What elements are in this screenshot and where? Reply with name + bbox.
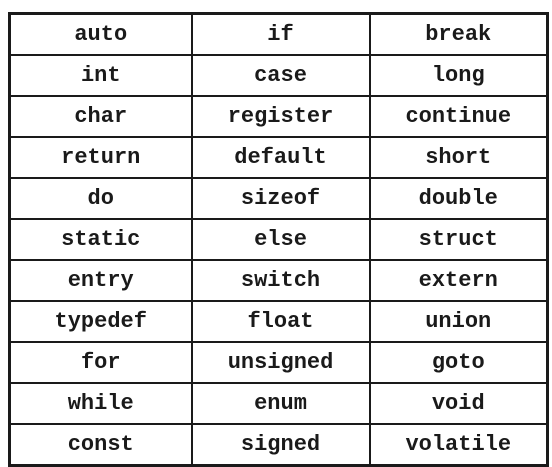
keyword-cell: char	[8, 95, 193, 138]
table-row: typedef float union	[8, 300, 549, 343]
keyword-cell: union	[368, 300, 549, 343]
keyword-cell: float	[190, 300, 371, 343]
keyword-cell: switch	[190, 259, 371, 302]
table-row: auto if break	[8, 12, 549, 56]
table-row: for unsigned goto	[8, 341, 549, 384]
keyword-cell: typedef	[8, 300, 193, 343]
table-row: do sizeof double	[8, 177, 549, 220]
keyword-cell: goto	[368, 341, 549, 384]
keyword-cell: entry	[8, 259, 193, 302]
keyword-cell: return	[8, 136, 193, 179]
keyword-cell: else	[190, 218, 371, 261]
keyword-cell: extern	[368, 259, 549, 302]
keyword-cell: short	[368, 136, 549, 179]
table-row: return default short	[8, 136, 549, 179]
keyword-cell: default	[190, 136, 371, 179]
keyword-cell: long	[368, 54, 549, 97]
keyword-cell: struct	[368, 218, 549, 261]
keyword-cell: int	[8, 54, 193, 97]
table-row: while enum void	[8, 382, 549, 425]
table-row: entry switch extern	[8, 259, 549, 302]
table-row: int case long	[8, 54, 549, 97]
table-row: static else struct	[8, 218, 549, 261]
keyword-cell: sizeof	[190, 177, 371, 220]
keyword-cell: for	[8, 341, 193, 384]
keyword-cell: enum	[190, 382, 371, 425]
keyword-table-body: auto if break int case long char registe…	[8, 12, 549, 467]
keyword-cell: volatile	[368, 423, 549, 467]
keyword-cell: case	[190, 54, 371, 97]
keyword-cell: break	[368, 12, 549, 56]
keyword-cell: const	[8, 423, 193, 467]
keyword-cell: do	[8, 177, 193, 220]
keyword-cell: void	[368, 382, 549, 425]
keyword-cell: continue	[368, 95, 549, 138]
keyword-cell: signed	[190, 423, 371, 467]
keyword-cell: auto	[8, 12, 193, 56]
keyword-cell: while	[8, 382, 193, 425]
table-row: char register continue	[8, 95, 549, 138]
keyword-cell: double	[368, 177, 549, 220]
keyword-cell: register	[190, 95, 371, 138]
keyword-cell: if	[190, 12, 371, 56]
keyword-cell: unsigned	[190, 341, 371, 384]
keyword-cell: static	[8, 218, 193, 261]
keyword-table: auto if break int case long char registe…	[8, 12, 549, 467]
table-row: const signed volatile	[8, 423, 549, 467]
